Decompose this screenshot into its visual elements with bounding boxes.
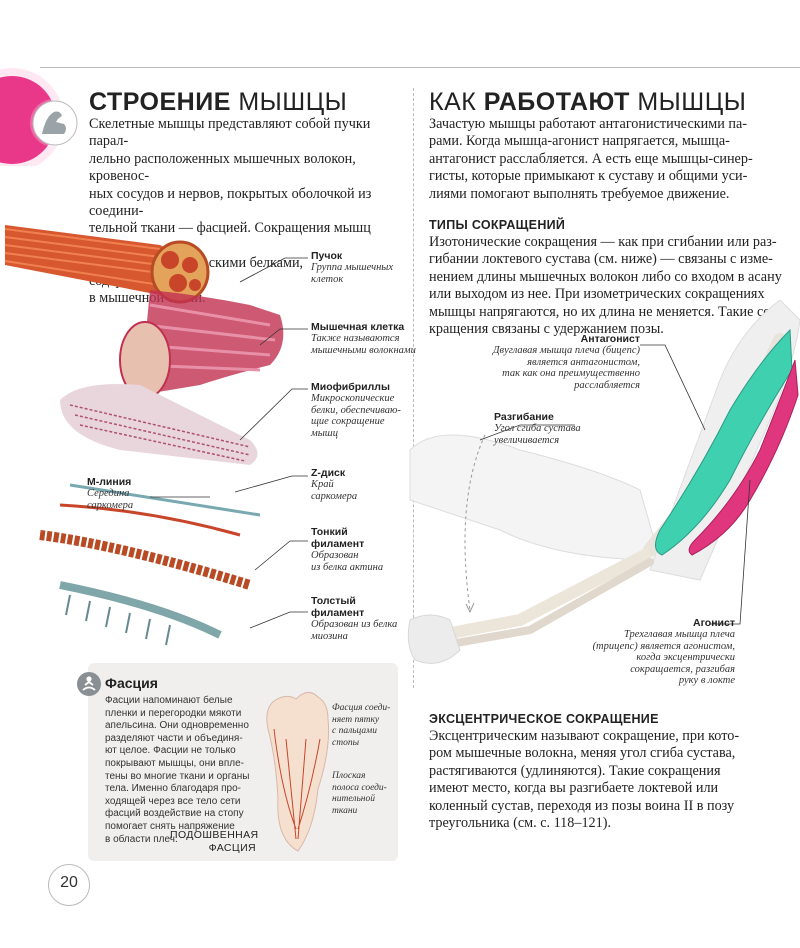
label-thick-desc: Образован из белка миозина — [311, 619, 398, 642]
muscle-structure-illustration — [4, 225, 284, 646]
label-thin-filament: Тонкий филамент Образован из белка актин… — [311, 526, 383, 573]
arm-illustration — [407, 300, 800, 664]
label-thick-filament: Толстый филамент Образован из белка миоз… — [311, 595, 397, 642]
page-number: 20 — [60, 874, 78, 891]
right-title-bold: РАБОТАЮТ — [483, 88, 630, 116]
extension-desc: Угол сгиба сустава увеличивается — [494, 423, 581, 446]
label-antagonist: Антагонист Двуглавая мышца плеча (бицепс… — [440, 333, 640, 391]
label-extension: Разгибание Угол сгиба сустава увеличивае… — [494, 411, 581, 446]
muscle-cell-illustration — [119, 290, 284, 399]
eccentric-text: Эксцентрическим называют сокращение, при… — [429, 728, 740, 832]
label-bundle: Пучок Группа мышечных клеток — [311, 250, 393, 285]
label-mline-title: М-линия — [87, 476, 132, 488]
antagonist-desc: Двуглавая мышца плеча (бицепс) является … — [492, 345, 640, 391]
top-rule — [40, 67, 800, 68]
triceps-muscle — [655, 328, 793, 556]
fascia-caption-2: Плоская полоса соеди- нительной ткани — [332, 771, 387, 816]
antagonist-title: Антагонист — [580, 333, 640, 345]
label-mline-desc: Середина саркомера — [87, 488, 134, 511]
label-zdisk-title: Z-диск — [311, 467, 346, 479]
label-cell-title: Мышечная клетка — [311, 321, 405, 333]
foot-illustration — [266, 692, 330, 852]
label-zdisk-desc: Край саркомера — [311, 479, 358, 502]
label-myofibril-desc: Микроскопические белки, обеспечиваю- щие… — [311, 393, 401, 439]
label-thick-title: Толстый филамент — [311, 595, 365, 619]
label-thin-desc: Образован из белка актина — [311, 550, 384, 573]
agonist-title: Агонист — [692, 617, 735, 629]
label-myofibril-title: Миофибриллы — [311, 381, 390, 393]
fascia-caption-1: Фасция соеди- няет пятку с пальцами стоп… — [332, 703, 391, 748]
leader-lines-left — [150, 257, 308, 629]
right-title: КАК РАБОТАЮТ МЫШЦЫ — [429, 88, 746, 117]
filament-illustration — [39, 483, 261, 646]
page-number-circle — [48, 864, 90, 906]
label-cell-desc: Также называются мышечными волокнами — [311, 333, 416, 356]
types-text: Изотонические сокращения — как при сгиба… — [429, 234, 782, 338]
fascia-text: Фасции напоминают белые пленки и перегор… — [105, 695, 250, 845]
label-bundle-title: Пучок — [311, 250, 343, 262]
fascia-title: Фасция — [105, 675, 158, 691]
fascia-box: Фасция Фасции напоминают белые пленки и … — [77, 663, 398, 861]
label-agonist: Агонист Трехглавая мышца плеча (трицепс)… — [558, 617, 735, 687]
arm-muscle-icon — [42, 111, 66, 134]
label-m-line: М-линия Середина саркомера — [87, 476, 133, 511]
types-heading: ТИПЫ СОКРАЩЕНИЙ — [429, 218, 566, 232]
muscle-bundle-illustration — [4, 225, 210, 304]
label-bundle-desc: Группа мышечных клеток — [311, 262, 394, 285]
label-myofibril: Миофибриллы Микроскопические белки, обес… — [311, 381, 401, 439]
left-title: СТРОЕНИЕ МЫШЦЫ — [89, 88, 347, 117]
left-title-rest: МЫШЦЫ — [230, 88, 348, 116]
yoga-pose-icon — [77, 672, 101, 696]
section-badge — [0, 68, 78, 166]
right-title-pre: КАК — [429, 88, 484, 116]
foot-label: ПОДОШВЕННАЯ ФАСЦИЯ — [170, 829, 259, 854]
agonist-desc: Трехглавая мышца плеча (трицепс) являетс… — [592, 629, 735, 686]
label-thin-title: Тонкий филамент — [311, 526, 365, 550]
left-title-bold: СТРОЕНИЕ — [89, 88, 231, 116]
right-intro: Зачастую мышцы работают антагонистически… — [429, 116, 753, 202]
extension-title: Разгибание — [494, 411, 554, 423]
biceps-muscle — [688, 359, 799, 556]
label-z-disk: Z-диск Край саркомера — [311, 467, 357, 502]
label-muscle-cell: Мышечная клетка Также называются мышечны… — [311, 321, 416, 356]
myofibril-illustration — [60, 384, 258, 465]
right-title-post: МЫШЦЫ — [629, 88, 747, 116]
column-divider — [413, 88, 414, 688]
eccentric-heading: ЭКСЦЕНТРИЧЕСКОЕ СОКРАЩЕНИЕ — [429, 712, 659, 726]
